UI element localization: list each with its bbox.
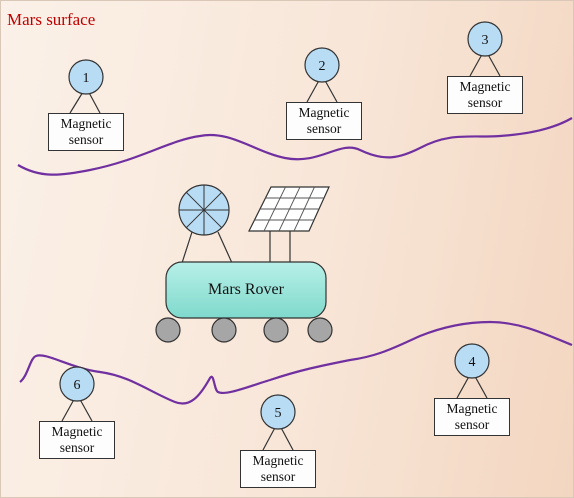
magnetic-sensor-box-6: Magnetic sensor <box>39 421 115 459</box>
sensor-node-4: 4 <box>454 343 490 399</box>
rover-body <box>165 261 327 319</box>
sensor-label-line2: sensor <box>454 417 490 432</box>
sensor-number-3: 3 <box>482 33 489 48</box>
sensor-number-5: 5 <box>275 406 282 421</box>
sensor-node-2: 2 <box>304 47 340 103</box>
rover-wheel <box>307 317 333 343</box>
rover-wheel <box>155 317 181 343</box>
rover-solar-panel <box>248 186 330 263</box>
upper-boundary-line <box>17 117 573 176</box>
sensor-label-line2: sensor <box>467 95 503 110</box>
sensor-number-4: 4 <box>469 355 476 370</box>
sensor-label-line1: Magnetic <box>446 401 498 416</box>
magnetic-sensor-box-3: Magnetic sensor <box>447 76 523 114</box>
sensor-node-6: 6 <box>59 366 95 422</box>
sensor-label-line1: Magnetic <box>252 453 304 468</box>
sensor-label-line1: Magnetic <box>60 116 112 131</box>
sensor-number-6: 6 <box>74 378 81 393</box>
magnetic-sensor-box-5: Magnetic sensor <box>240 450 316 488</box>
mars-surface-label: Mars surface <box>7 10 96 29</box>
rover-antenna-dish <box>178 184 233 264</box>
magnetic-sensor-box-4: Magnetic sensor <box>434 398 510 436</box>
sensor-label-line1: Magnetic <box>298 105 350 120</box>
magnetic-sensor-box-1: Magnetic sensor <box>48 113 124 151</box>
sensor-label-line1: Magnetic <box>459 79 511 94</box>
sensor-label-line1: Magnetic <box>51 424 103 439</box>
sensor-number-2: 2 <box>319 59 326 74</box>
rover-wheel <box>263 317 289 343</box>
sensor-label-line2: sensor <box>59 440 95 455</box>
sensor-node-1: 1 <box>68 59 104 114</box>
sensor-label-line2: sensor <box>306 121 342 136</box>
sensor-node-5: 5 <box>260 394 296 451</box>
sensor-label-line2: sensor <box>68 132 104 147</box>
sensor-label-line2: sensor <box>260 469 296 484</box>
magnetic-sensor-box-2: Magnetic sensor <box>286 102 362 140</box>
sensor-number-1: 1 <box>83 71 90 86</box>
rover-wheels <box>155 317 333 343</box>
rover-wheel <box>211 317 237 343</box>
sensor-node-3: 3 <box>467 21 503 77</box>
rover-label: Mars Rover <box>208 281 284 298</box>
